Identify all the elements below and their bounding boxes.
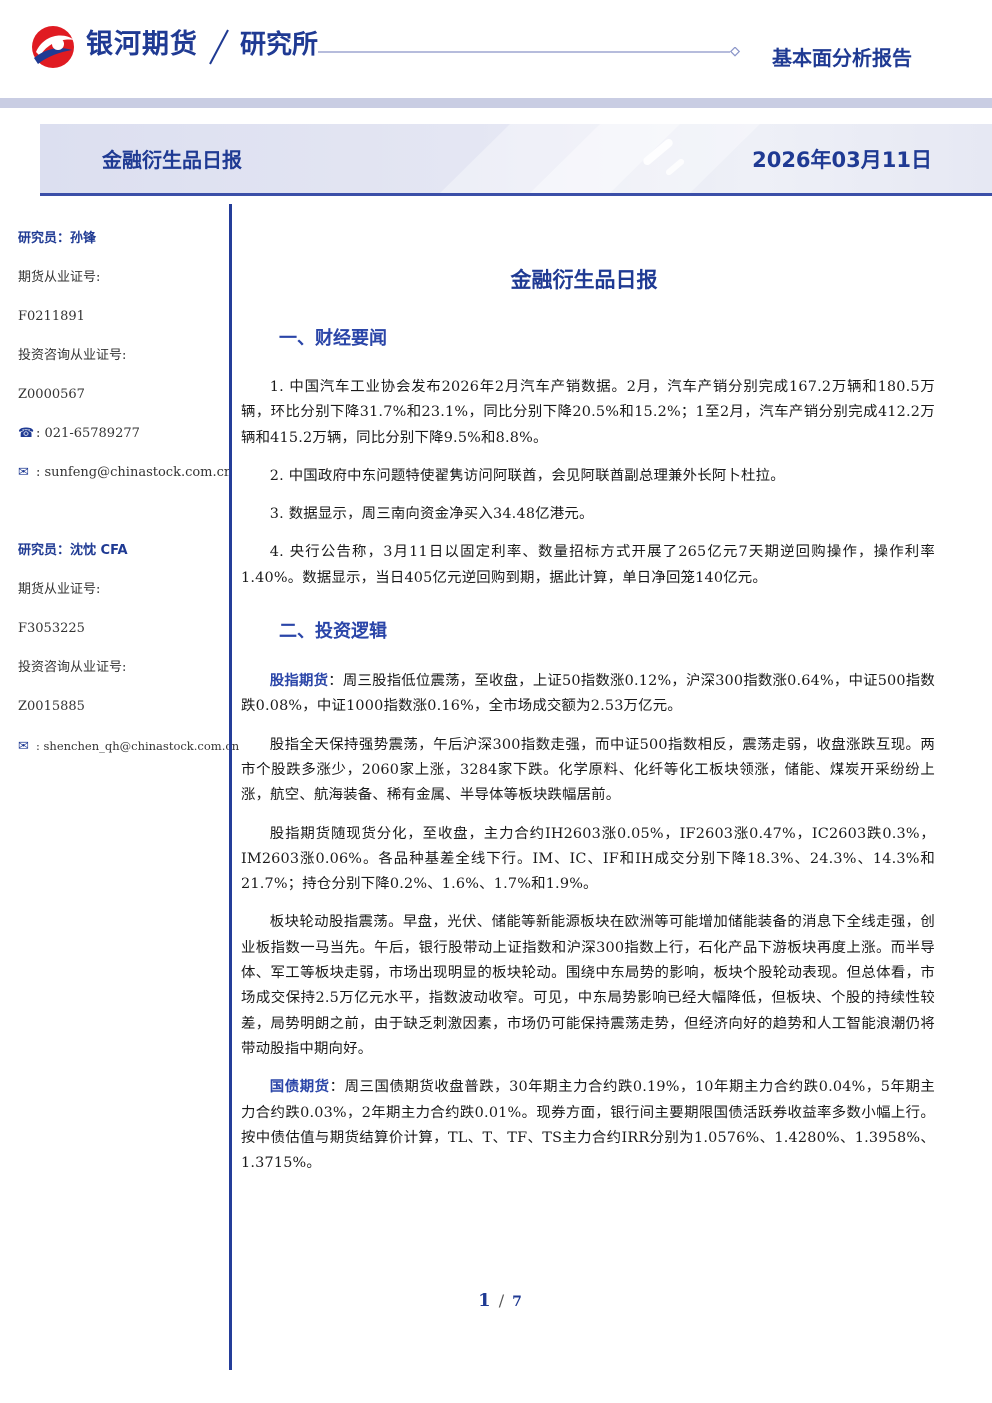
phone-icon: ☎: [18, 426, 35, 441]
analyst-name: 研究员：孙锋: [18, 231, 97, 246]
news-item: 2. 中国政府中东问题特使翟隽访问阿联酋，会见阿联酋副总理兼外长阿卜杜拉。: [269, 467, 785, 484]
title-slash: [209, 29, 229, 65]
institute-name: 研究所: [240, 30, 319, 60]
analyst-name: 研究员：沈忱 CFA: [18, 543, 128, 558]
license-label: 期货从业证号:: [18, 270, 101, 285]
phone-row: ☎: 021-65789277: [18, 421, 228, 460]
email-row: ✉: shenchen_qh@chinastock.com.cn: [18, 733, 239, 772]
bond-futures-para: 国债期货：周三国债期货收盘普跌，30年期主力合约跌0.19%，10年期主力合约跌…: [241, 1079, 935, 1172]
header-stripe: [0, 98, 992, 108]
futures-para: 股指期货随现货分化，至收盘，主力合约IH2603涨0.05%，IF2603涨0.…: [241, 825, 935, 893]
report-type: 基本面分析报告: [772, 46, 912, 70]
paragraph-lead: 股指期货: [269, 673, 329, 690]
report-body: 金融衍生品日报 一、财经要闻 1. 中国汽车工业协会发布2026年2月汽车产销数…: [241, 260, 935, 1176]
email-row: ✉: sunfeng@chinastock.com.cn: [18, 460, 232, 499]
news-item: 3. 数据显示，周三南向资金净买入34.48亿港元。: [269, 506, 594, 523]
email-icon: ✉: [18, 465, 29, 480]
consult-label: 投资咨询从业证号:: [18, 348, 127, 363]
email-icon: ✉: [18, 739, 29, 754]
section-heading-logic: 二、投资逻辑: [279, 621, 387, 643]
brand-name: 银河期货: [86, 29, 198, 60]
email-link[interactable]: shenchen_qh@chinastock.com.cn: [43, 739, 240, 753]
consult-label: 投资咨询从业证号:: [18, 660, 127, 675]
banner-decoration: [440, 124, 760, 193]
email-link[interactable]: sunfeng@chinastock.com.cn: [44, 465, 233, 480]
stock-index-futures-para: 股指期货：周三股指低位震荡，至收盘，上证50指数涨0.12%，沪深300指数涨0…: [241, 673, 935, 715]
consult-number: Z0000567: [18, 387, 85, 402]
title-banner: 金融衍生品日报 2026年03月11日: [40, 124, 992, 196]
current-page: 1: [478, 1290, 491, 1311]
phone-number: 021-65789277: [44, 426, 140, 441]
banner-title: 金融衍生品日报: [102, 148, 242, 172]
section-heading-news: 一、财经要闻: [279, 328, 387, 349]
license-number: F0211891: [18, 309, 85, 324]
market-para: 股指全天保持强势震荡，午后沪深300指数走强，而中证500指数相反，震荡走弱，收…: [241, 736, 935, 804]
consult-number: Z0015885: [18, 699, 85, 714]
galaxy-logo-icon: [32, 26, 74, 68]
document-title: 金融衍生品日报: [510, 268, 658, 292]
total-pages: 7: [512, 1294, 522, 1310]
analyst-sidebar: 研究员：孙锋 期货从业证号: F0211891 投资咨询从业证号: Z00005…: [18, 226, 239, 772]
news-item: 4. 央行公告称，3月11日以固定利率、数量招标方式开展了265亿元7天期逆回购…: [241, 544, 935, 586]
page-number: 1/7: [478, 1290, 522, 1311]
header-decor-line: [318, 47, 741, 57]
report-date: 2026年03月11日: [752, 148, 932, 172]
rotation-para: 板块轮动股指震荡。早盘，光伏、储能等新能源板块在欧洲等可能增加储能装备的消息下全…: [241, 914, 935, 1057]
license-label: 期货从业证号:: [18, 582, 101, 597]
news-item: 1. 中国汽车工业协会发布2026年2月汽车产销数据。2月，汽车产销分别完成16…: [241, 379, 935, 446]
license-number: F3053225: [18, 621, 85, 636]
vertical-divider: [229, 204, 232, 1370]
paragraph-lead: 国债期货: [269, 1079, 330, 1096]
